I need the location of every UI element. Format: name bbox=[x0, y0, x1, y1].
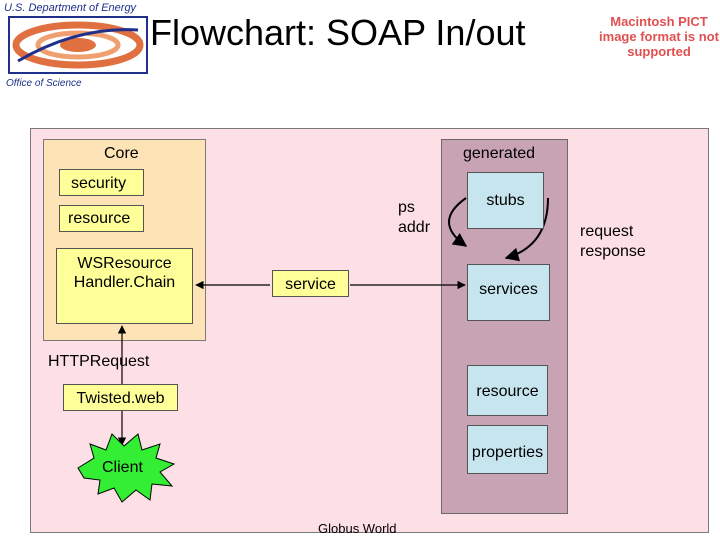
stubs-label: stubs bbox=[486, 192, 525, 209]
handler-label-line1: WSResource bbox=[77, 255, 172, 272]
handler-label-line2: Handler.Chain bbox=[73, 274, 176, 291]
request-response-label: request response bbox=[580, 222, 646, 262]
wsresource-handler-chain-box: WSResource Handler.Chain bbox=[56, 248, 193, 324]
services-box: services bbox=[467, 264, 550, 321]
generated-label: generated bbox=[463, 145, 536, 162]
client-label: Client bbox=[102, 459, 143, 476]
security-label: security bbox=[71, 175, 127, 192]
org-name: U.S. Department of Energy bbox=[4, 2, 137, 14]
pict-unsupported-notice: Macintosh PICT image format is not suppo… bbox=[599, 14, 719, 59]
core-resource-label: resource bbox=[68, 210, 131, 227]
service-box: service bbox=[272, 270, 349, 297]
office-name: Office of Science bbox=[6, 78, 82, 89]
request-label: request bbox=[580, 223, 634, 240]
ps-label: ps bbox=[398, 199, 415, 216]
properties-label: properties bbox=[471, 444, 544, 461]
core-resource-box: resource bbox=[59, 205, 144, 232]
doe-logo-icon bbox=[8, 16, 148, 74]
page-title: Flowchart: SOAP In/out bbox=[150, 12, 526, 53]
stubs-box: stubs bbox=[467, 172, 544, 229]
twisted-web-box: Twisted.web bbox=[63, 384, 178, 411]
http-request-label: HTTPRequest bbox=[48, 353, 150, 370]
generated-resource-label: resource bbox=[476, 383, 539, 400]
security-box: security bbox=[59, 169, 144, 196]
generated-resource-box: resource bbox=[467, 365, 548, 416]
footer-text: Globus World bbox=[318, 521, 397, 536]
ps-addr-label: ps addr bbox=[398, 198, 430, 238]
starburst-icon bbox=[77, 433, 176, 503]
response-label: response bbox=[580, 243, 646, 260]
twisted-web-label: Twisted.web bbox=[76, 390, 165, 407]
addr-label: addr bbox=[398, 219, 431, 236]
services-label: services bbox=[479, 281, 538, 298]
ps-addr-curve bbox=[448, 197, 468, 247]
properties-box: properties bbox=[467, 425, 548, 474]
request-response-curve bbox=[504, 197, 549, 262]
service-label: service bbox=[285, 276, 336, 293]
core-label: Core bbox=[104, 145, 139, 162]
